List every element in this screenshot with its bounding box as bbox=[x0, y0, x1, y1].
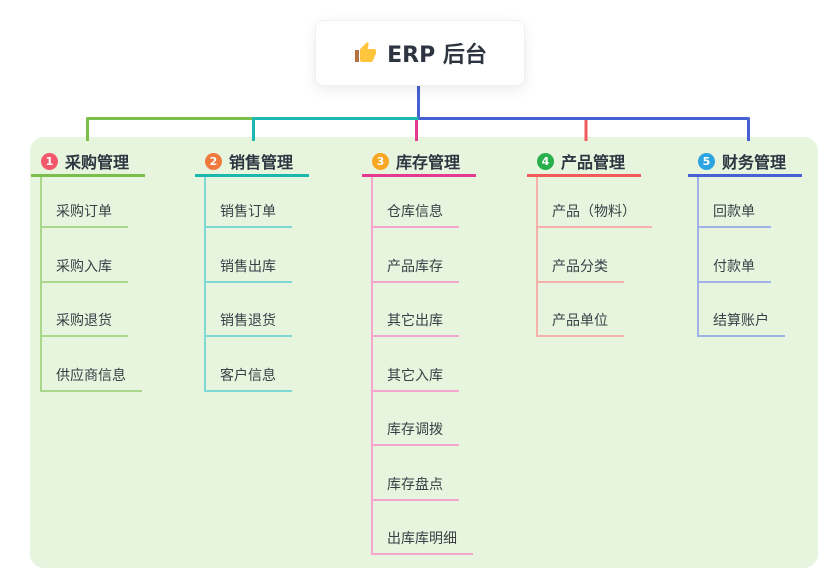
tree-node[interactable]: 库存盘点 bbox=[373, 446, 459, 501]
branch-node[interactable]: 1 采购管理 bbox=[31, 148, 146, 177]
tree-node[interactable]: 产品分类 bbox=[538, 228, 624, 283]
branch-node[interactable]: 3 库存管理 bbox=[362, 148, 477, 177]
branch-node[interactable]: 2 销售管理 bbox=[195, 148, 310, 177]
branch-badge: 4 bbox=[537, 152, 554, 170]
tree-node[interactable]: 产品（物料） bbox=[538, 177, 652, 228]
mindmap-background-panel bbox=[30, 137, 818, 568]
branch-product: 4 产品管理 产品（物料） 产品分类 产品单位 bbox=[527, 148, 652, 337]
branch-finance: 5 财务管理 回款单 付款单 结算账户 bbox=[688, 148, 803, 337]
tree-node[interactable]: 其它入库 bbox=[373, 337, 459, 392]
tree-node[interactable]: 供应商信息 bbox=[42, 337, 142, 392]
connector-branch-5 bbox=[418, 117, 750, 141]
tree-node[interactable]: 仓库信息 bbox=[373, 177, 459, 228]
tree-node[interactable]: 产品单位 bbox=[538, 283, 624, 337]
tree-node[interactable]: 采购入库 bbox=[42, 228, 128, 283]
branch-label: 产品管理 bbox=[561, 153, 626, 172]
branch-label: 采购管理 bbox=[65, 153, 130, 172]
branch-node[interactable]: 5 财务管理 bbox=[688, 148, 803, 177]
branch-badge: 1 bbox=[41, 152, 58, 170]
tree-node[interactable]: 其它出库 bbox=[373, 283, 459, 337]
branch-children: 回款单 付款单 结算账户 bbox=[697, 177, 785, 337]
tree-node[interactable]: 采购退货 bbox=[42, 283, 128, 337]
tree-node[interactable]: 采购订单 bbox=[42, 177, 128, 228]
branch-sales: 2 销售管理 销售订单 销售出库 销售退货 客户信息 bbox=[195, 148, 310, 392]
connector-branch-1 bbox=[86, 117, 253, 141]
branch-children: 仓库信息 产品库存 其它出库 其它入库 库存调拨 库存盘点 出库库明细 bbox=[371, 177, 473, 555]
branch-badge: 3 bbox=[372, 152, 389, 170]
tree-node[interactable]: 付款单 bbox=[699, 228, 771, 283]
branch-label: 财务管理 bbox=[722, 153, 787, 172]
tree-node[interactable]: 产品库存 bbox=[373, 228, 459, 283]
tree-node[interactable]: 结算账户 bbox=[699, 283, 785, 337]
tree-node[interactable]: 客户信息 bbox=[206, 337, 292, 392]
tree-node[interactable]: 销售退货 bbox=[206, 283, 292, 337]
branch-badge: 2 bbox=[205, 152, 222, 170]
root-node[interactable]: ERP 后台 bbox=[315, 20, 525, 86]
branch-purchase: 1 采购管理 采购订单 采购入库 采购退货 供应商信息 bbox=[31, 148, 146, 392]
thumbs-up-icon bbox=[355, 42, 377, 62]
branch-label: 销售管理 bbox=[229, 153, 294, 172]
branch-inventory: 3 库存管理 仓库信息 产品库存 其它出库 其它入库 库存调拨 库存盘点 出库库… bbox=[362, 148, 477, 555]
branch-children: 产品（物料） 产品分类 产品单位 bbox=[536, 177, 652, 337]
tree-node[interactable]: 销售订单 bbox=[206, 177, 292, 228]
tree-node[interactable]: 销售出库 bbox=[206, 228, 292, 283]
branch-children: 销售订单 销售出库 销售退货 客户信息 bbox=[204, 177, 292, 392]
branch-badge: 5 bbox=[698, 152, 715, 170]
branch-label: 库存管理 bbox=[396, 153, 461, 172]
tree-node[interactable]: 回款单 bbox=[699, 177, 771, 228]
tree-node[interactable]: 出库库明细 bbox=[373, 501, 473, 555]
connector-branch-2 bbox=[252, 117, 420, 141]
branch-children: 采购订单 采购入库 采购退货 供应商信息 bbox=[40, 177, 142, 392]
root-label: ERP 后台 bbox=[387, 43, 487, 68]
tree-node[interactable]: 库存调拨 bbox=[373, 392, 459, 446]
branch-node[interactable]: 4 产品管理 bbox=[527, 148, 642, 177]
